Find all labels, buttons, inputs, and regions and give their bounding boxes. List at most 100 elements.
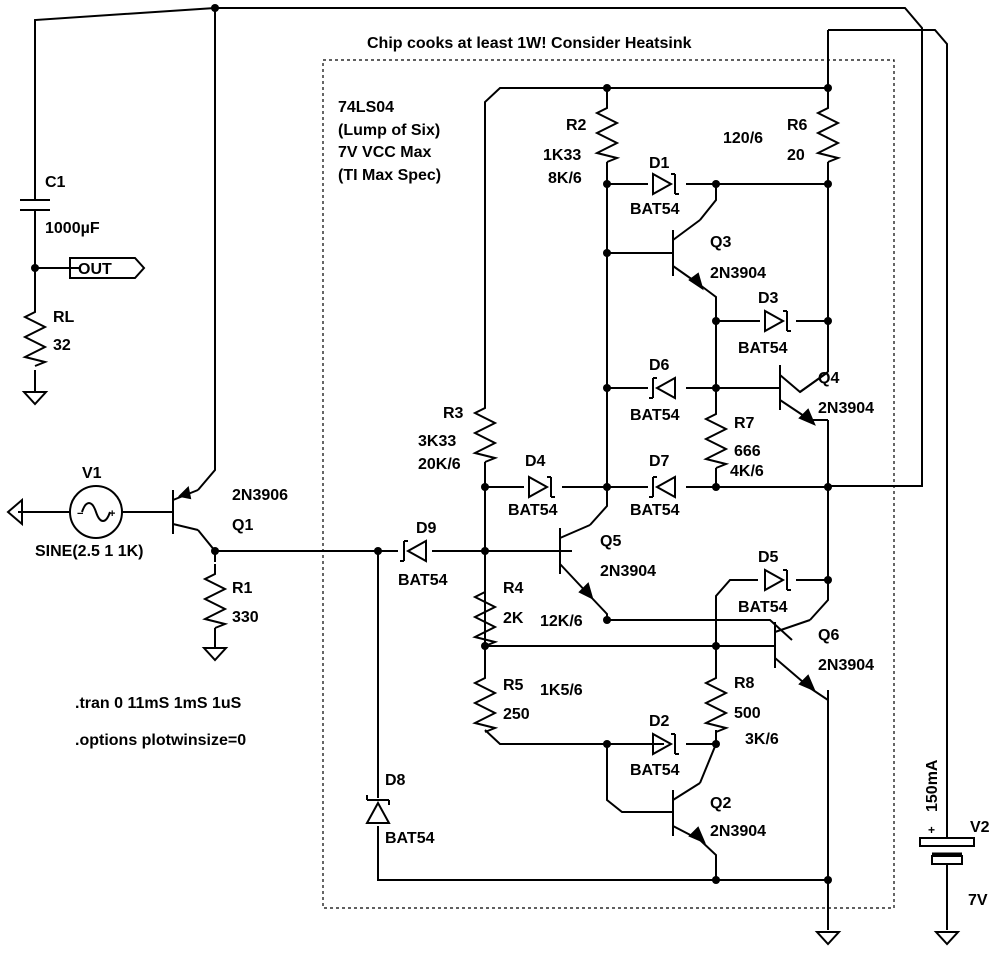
q2-name: Q2 bbox=[710, 795, 731, 812]
ground-icon bbox=[23, 391, 47, 405]
r6-value: 20 bbox=[787, 147, 805, 164]
r4-value: 2K bbox=[503, 610, 524, 627]
resistor-r2: R2 1K33 8K/6 bbox=[543, 97, 618, 187]
diode-d2: D2 BAT54 bbox=[630, 713, 680, 779]
v2-value: 7V bbox=[968, 892, 988, 909]
d3-model: BAT54 bbox=[738, 340, 788, 357]
r5-name: R5 bbox=[503, 677, 524, 694]
diode-d3: D3 BAT54 bbox=[738, 290, 792, 357]
resistor-r3: R3 3K33 20K/6 bbox=[418, 397, 496, 473]
r8-note: 3K/6 bbox=[745, 731, 779, 748]
options-directive: .options plotwinsize=0 bbox=[75, 732, 246, 749]
q6-name: Q6 bbox=[818, 627, 839, 644]
resistor-rl: RL 32 bbox=[24, 301, 75, 367]
r7-note: 4K/6 bbox=[730, 463, 764, 480]
r8-name: R8 bbox=[734, 675, 755, 692]
d9-name: D9 bbox=[416, 520, 437, 537]
r4-note: 12K/6 bbox=[540, 613, 583, 630]
q6-model: 2N3904 bbox=[818, 657, 874, 674]
q3-model: 2N3904 bbox=[710, 265, 766, 282]
junction-dots bbox=[31, 4, 832, 884]
rl-name: RL bbox=[53, 309, 75, 326]
transistor-q2: Q2 2N3904 bbox=[672, 782, 766, 844]
transistor-q5: Q5 2N3904 bbox=[559, 524, 656, 600]
d8-name: D8 bbox=[385, 772, 406, 789]
d6-name: D6 bbox=[649, 357, 670, 374]
d8-model: BAT54 bbox=[385, 830, 435, 847]
d2-model: BAT54 bbox=[630, 762, 680, 779]
tran-directive: .tran 0 11mS 1mS 1uS bbox=[75, 695, 242, 712]
chip-description-note: 74LS04 (Lump of Six) 7V VCC Max (TI Max … bbox=[338, 99, 441, 184]
r8-value: 500 bbox=[734, 705, 761, 722]
q2-model: 2N3904 bbox=[710, 823, 766, 840]
out-net-label: OUT bbox=[69, 257, 146, 279]
r5-value: 250 bbox=[503, 706, 530, 723]
source-v2: + V2 7V 150mA bbox=[919, 759, 990, 909]
q1-name: Q1 bbox=[232, 517, 253, 534]
resistor-r8: R8 500 3K/6 bbox=[705, 667, 779, 748]
q5-model: 2N3904 bbox=[600, 563, 656, 580]
r4-name: R4 bbox=[503, 580, 524, 597]
q3-name: Q3 bbox=[710, 234, 731, 251]
chip-note-line: (TI Max Spec) bbox=[338, 167, 441, 184]
c1-name: C1 bbox=[45, 174, 66, 191]
ground-icon bbox=[203, 647, 227, 661]
v2-name: V2 bbox=[970, 819, 990, 836]
d5-model: BAT54 bbox=[738, 599, 788, 616]
diode-d9: D9 BAT54 bbox=[398, 520, 448, 589]
r6-name: R6 bbox=[787, 117, 808, 134]
transistor-q3: Q3 2N3904 bbox=[672, 219, 766, 291]
d2-name: D2 bbox=[649, 713, 670, 730]
v1-name: V1 bbox=[82, 465, 102, 482]
ground-icon bbox=[935, 931, 959, 945]
v1-value: SINE(2.5 1 1K) bbox=[35, 543, 143, 560]
d4-name: D4 bbox=[525, 453, 546, 470]
transistor-q6: Q6 2N3904 bbox=[774, 619, 874, 692]
r3-name: R3 bbox=[443, 405, 464, 422]
chip-heat-note: Chip cooks at least 1W! Consider Heatsin… bbox=[367, 35, 692, 52]
diode-d6: D6 BAT54 bbox=[630, 357, 680, 424]
r2-note: 8K/6 bbox=[548, 170, 582, 187]
rl-value: 32 bbox=[53, 337, 71, 354]
d9-model: BAT54 bbox=[398, 572, 448, 589]
d4-model: BAT54 bbox=[508, 502, 558, 519]
r7-value: 666 bbox=[734, 443, 761, 460]
transistor-q4: Q4 2N3904 bbox=[779, 365, 874, 426]
chip-note-line: (Lump of Six) bbox=[338, 122, 440, 139]
resistor-r4: R4 2K 12K/6 bbox=[474, 580, 583, 647]
r2-name: R2 bbox=[566, 117, 587, 134]
diode-d4: D4 BAT54 bbox=[508, 453, 558, 519]
r1-name: R1 bbox=[232, 580, 253, 597]
v2-plus-mark: + bbox=[928, 823, 935, 837]
r3-note: 20K/6 bbox=[418, 456, 461, 473]
q1-model: 2N3906 bbox=[232, 487, 288, 504]
r3-value: 3K33 bbox=[418, 433, 456, 450]
r7-name: R7 bbox=[734, 415, 755, 432]
source-v1: − + V1 SINE(2.5 1 1K) bbox=[6, 465, 143, 560]
transistor-q1: 2N3906 Q1 bbox=[172, 485, 288, 534]
simulation-directives: .tran 0 11mS 1mS 1uS .options plotwinsiz… bbox=[75, 695, 246, 749]
d3-name: D3 bbox=[758, 290, 779, 307]
resistor-r5: R5 1K5/6 250 bbox=[474, 667, 583, 733]
d6-model: BAT54 bbox=[630, 407, 680, 424]
d1-model: BAT54 bbox=[630, 201, 680, 218]
out-label-text: OUT bbox=[78, 261, 112, 278]
capacitor-c1: C1 1000µF bbox=[20, 174, 100, 237]
r2-value: 1K33 bbox=[543, 147, 581, 164]
d5-name: D5 bbox=[758, 549, 779, 566]
ground-icon bbox=[816, 931, 840, 945]
diode-d5: D5 BAT54 bbox=[738, 549, 792, 616]
c1-value: 1000µF bbox=[45, 220, 100, 237]
wires bbox=[25, 7, 948, 930]
chip-note-line: 74LS04 bbox=[338, 99, 394, 116]
q4-name: Q4 bbox=[818, 370, 839, 387]
chip-note-line: 7V VCC Max bbox=[338, 144, 431, 161]
r5-note: 1K5/6 bbox=[540, 682, 583, 699]
chip-boundary bbox=[322, 59, 895, 909]
q4-model: 2N3904 bbox=[818, 400, 874, 417]
r1-value: 330 bbox=[232, 609, 259, 626]
resistor-r1: R1 330 bbox=[204, 563, 259, 629]
diode-d7: D7 BAT54 bbox=[630, 453, 680, 519]
v1-plus-mark: + bbox=[109, 508, 115, 520]
